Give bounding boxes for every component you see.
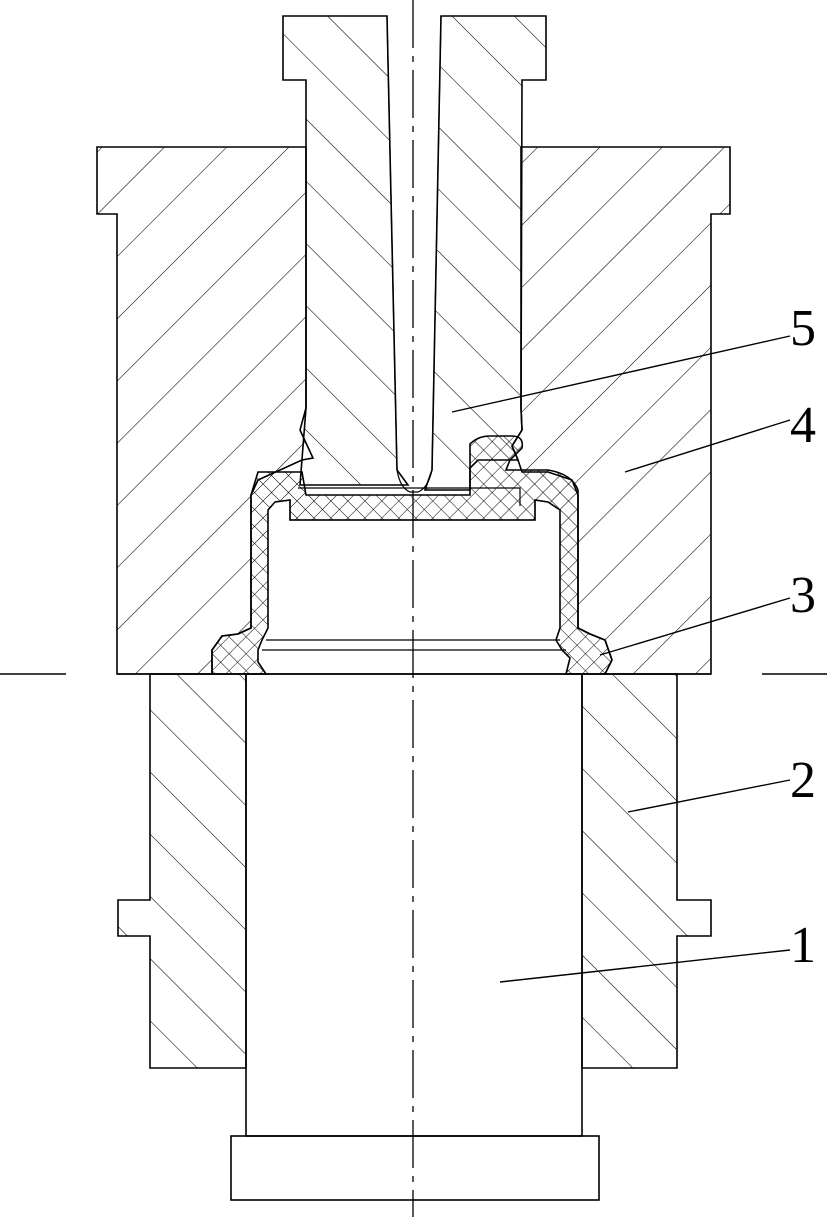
sprue-bushing xyxy=(282,15,547,493)
core-insert xyxy=(230,673,600,1201)
leader-3 xyxy=(599,597,791,656)
leader-2 xyxy=(627,779,791,813)
leader-1 xyxy=(499,949,791,983)
callout-4: 4 xyxy=(790,397,816,454)
leader-4 xyxy=(624,419,791,473)
molded-part xyxy=(211,435,613,675)
callout-2: 2 xyxy=(790,752,816,809)
callout-1: 1 xyxy=(790,917,816,974)
core-plate xyxy=(117,673,712,1069)
callout-3: 3 xyxy=(790,567,816,624)
leader-lines xyxy=(451,335,791,983)
callout-5: 5 xyxy=(790,300,816,357)
callout-labels: 5 4 3 2 1 xyxy=(790,300,816,974)
leader-5 xyxy=(451,335,791,413)
